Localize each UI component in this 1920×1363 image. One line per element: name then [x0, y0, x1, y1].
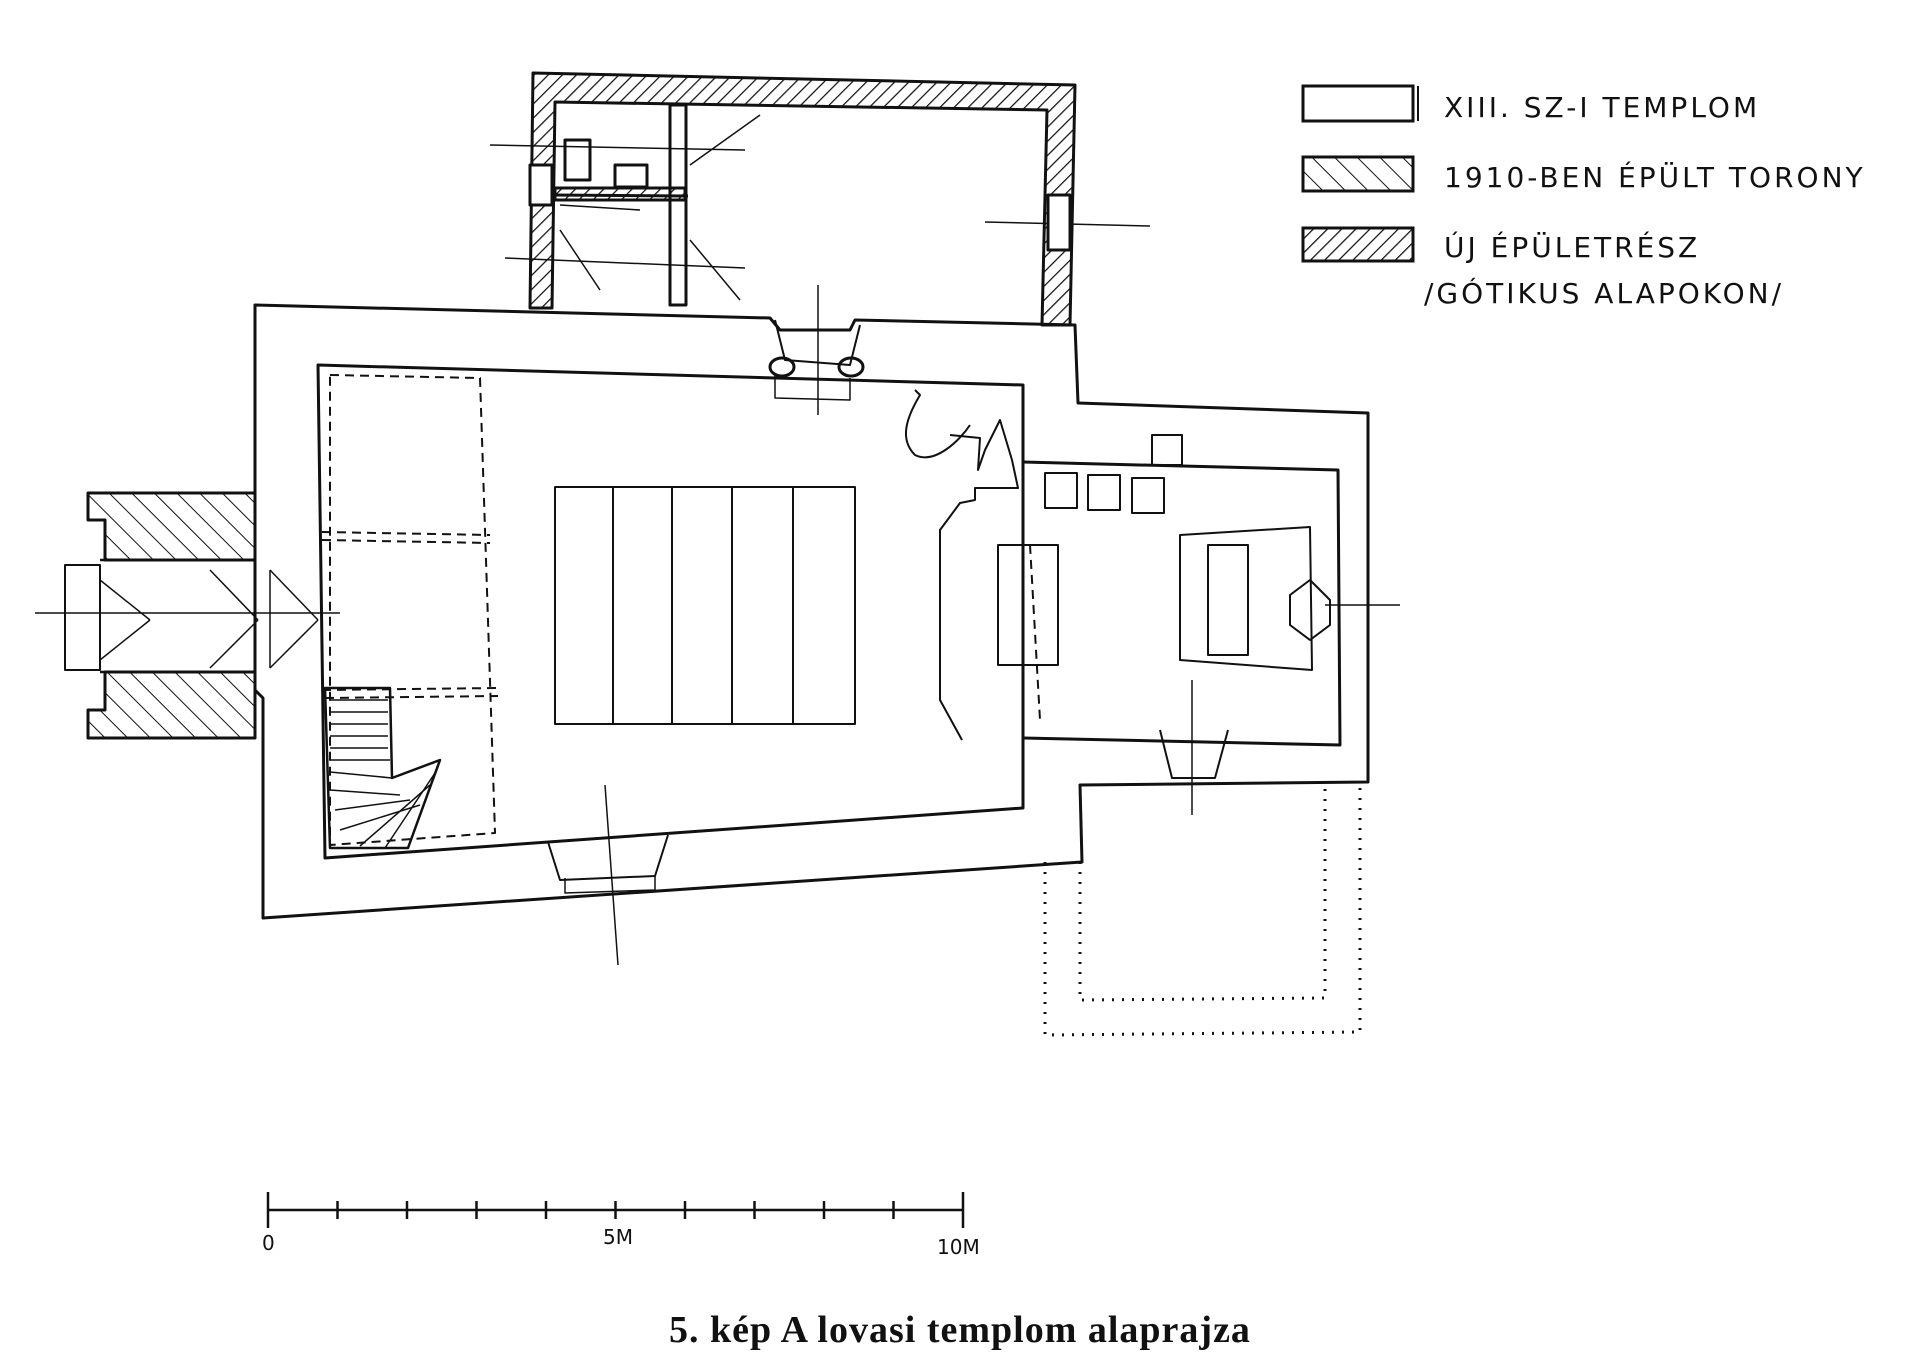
scale-label-10m: 10M: [937, 1235, 980, 1259]
new-building-wing: [489, 71, 1151, 327]
spiral-staircase: [323, 686, 442, 850]
sanctuary: [904, 389, 1400, 741]
legend-label-gothic: /GÓTIKUS ALAPOKON/: [1424, 276, 1784, 310]
gallery-dashed: [321, 374, 1041, 846]
pews: [554, 486, 856, 725]
scale-label-0: 0: [262, 1231, 275, 1255]
axis-lines: [604, 285, 1193, 966]
scale-bar: [266, 1192, 965, 1228]
scale-label-5m: 5M: [603, 1225, 633, 1249]
legend-label-church: XIII. SZ-I TEMPLOM: [1444, 91, 1760, 124]
legend-item-new-part: ÚJ ÉPÜLETRÉSZ /GÓTIKUS ALAPOKON/: [1301, 226, 1784, 310]
legend: XIII. SZ-I TEMPLOM 1910-BEN ÉPÜLT TORONY…: [1301, 84, 1866, 310]
legend-label-new-part: ÚJ ÉPÜLETRÉSZ: [1444, 230, 1700, 264]
legend-item-church: XIII. SZ-I TEMPLOM: [1301, 84, 1760, 124]
former-structure-dotted: [1043, 782, 1362, 1037]
legend-item-tower: 1910-BEN ÉPÜLT TORONY: [1301, 155, 1866, 194]
west-tower: [35, 491, 340, 740]
nave-walls: [253, 303, 1370, 920]
figure-caption: 5. kép A lovasi templom alaprajza: [669, 1309, 1251, 1351]
legend-label-tower: 1910-BEN ÉPÜLT TORONY: [1444, 160, 1866, 194]
